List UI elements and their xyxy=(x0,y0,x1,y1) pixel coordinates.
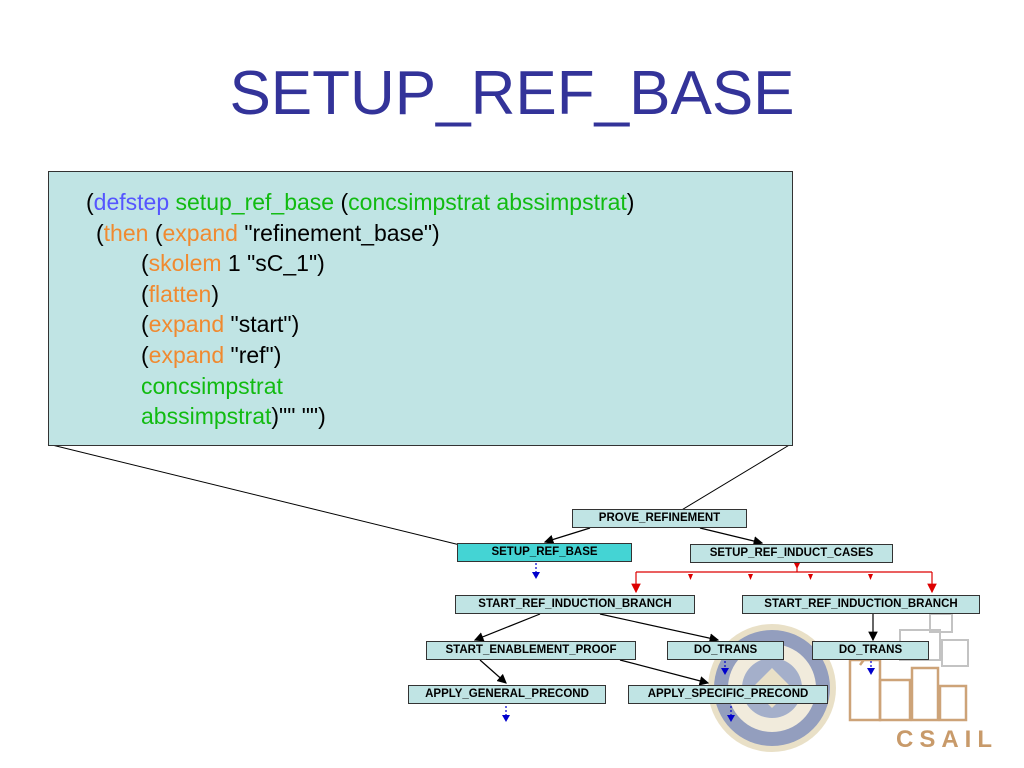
keyword-skolem: skolem xyxy=(148,250,222,277)
keyword-expand: expand xyxy=(148,311,225,338)
csail-logo-text: CSAIL xyxy=(896,726,998,753)
node-setup-ref-induct-cases[interactable]: SETUP_REF_INDUCT_CASES xyxy=(690,544,893,563)
strategy-concsimpstrat: concsimpstrat xyxy=(141,372,283,399)
node-do-trans-2[interactable]: DO_TRANS xyxy=(812,641,929,660)
code-line-8: abssimpstrat)"" "") xyxy=(141,403,326,430)
strategy-params: concsimpstrat abssimpstrat xyxy=(348,189,627,215)
keyword-defstep: defstep xyxy=(93,189,170,215)
keyword-expand: expand xyxy=(162,219,238,246)
code-box: (defstep setup_ref_base (concsimpstrat a… xyxy=(48,171,793,446)
strategy-name: setup_ref_base xyxy=(175,189,335,215)
strategy-abssimpstrat: abssimpstrat xyxy=(141,403,272,430)
node-start-enablement-proof[interactable]: START_ENABLEMENT_PROOF xyxy=(426,641,636,660)
keyword-then: then xyxy=(103,219,149,246)
code-line-5: (expand "start") xyxy=(141,311,300,338)
node-apply-general-precond[interactable]: APPLY_GENERAL_PRECOND xyxy=(408,685,606,704)
node-do-trans-1[interactable]: DO_TRANS xyxy=(667,641,784,660)
code-line-4: (flatten) xyxy=(141,280,219,307)
node-prove-refinement[interactable]: PROVE_REFINEMENT xyxy=(572,509,747,528)
node-apply-specific-precond[interactable]: APPLY_SPECIFIC_PRECOND xyxy=(628,685,828,704)
code-line-7: concsimpstrat xyxy=(141,371,283,402)
node-start-ref-induction-branch-1[interactable]: START_REF_INDUCTION_BRANCH xyxy=(455,595,695,614)
slide-title: SETUP_REF_BASE xyxy=(229,59,795,128)
code-line-2: (then (expand "refinement_base") xyxy=(96,219,440,246)
code-line-3: (skolem 1 "sC_1") xyxy=(141,250,325,277)
node-start-ref-induction-branch-2[interactable]: START_REF_INDUCTION_BRANCH xyxy=(742,595,980,614)
keyword-expand: expand xyxy=(148,342,225,368)
code-line-1: (defstep setup_ref_base (concsimpstrat a… xyxy=(86,189,635,215)
node-setup-ref-base[interactable]: SETUP_REF_BASE xyxy=(457,543,632,562)
keyword-flatten: flatten xyxy=(148,280,212,307)
code-line-6: (expand "ref") xyxy=(141,342,282,368)
